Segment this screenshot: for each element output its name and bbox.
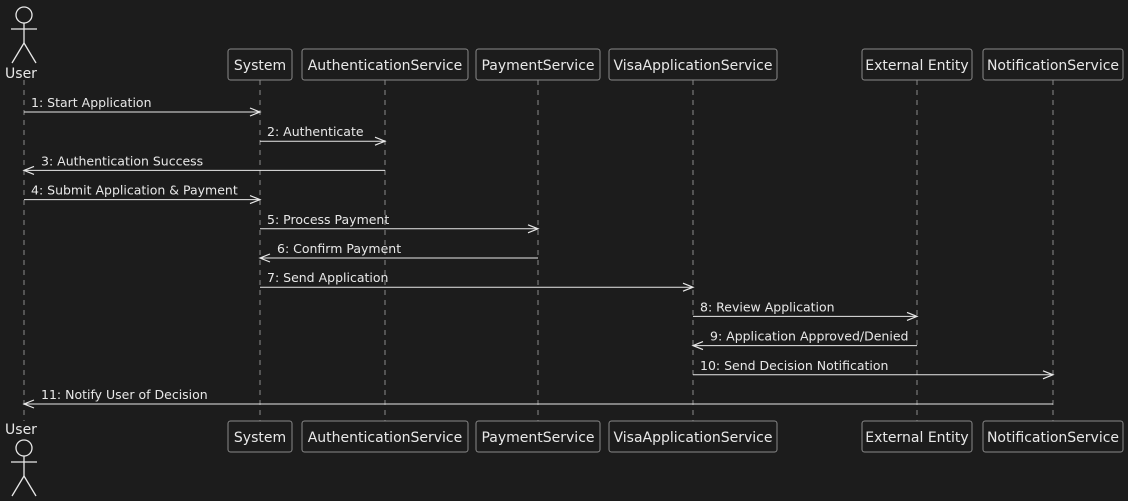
participant-label: System [234, 58, 286, 74]
message-label: 10: Send Decision Notification [700, 358, 888, 373]
arrowhead-icon [22, 399, 35, 409]
arrowhead-icon [249, 195, 262, 205]
participant-label: External Entity [865, 58, 968, 74]
participant-payment-bottom: PaymentService [475, 420, 601, 453]
message-11: 11: Notify User of Decision [22, 387, 1053, 409]
actor-leg-right-icon [23, 475, 37, 497]
messages: 1: Start Application 2: Authenticate 3: Au… [22, 95, 1055, 409]
actor-head-icon [15, 6, 33, 24]
participant-label: AuthenticationService [308, 430, 463, 446]
participant-box [475, 420, 601, 453]
message-4: 4: Submit Application & Payment [24, 183, 262, 205]
actor-label: User [5, 66, 37, 82]
message-label: 5: Process Payment [267, 212, 389, 227]
participant-label: NotificationService [987, 58, 1119, 74]
participant-system-top: System [227, 48, 293, 81]
participant-notify-top: NotificationService [982, 48, 1124, 81]
actor-user-bottom: User [5, 422, 37, 497]
participant-label: VisaApplicationService [614, 58, 773, 74]
message-label: 4: Submit Application & Payment [31, 183, 238, 198]
actor-leg-right-icon [23, 42, 37, 64]
participant-box [227, 420, 293, 453]
participant-label: VisaApplicationService [614, 430, 773, 446]
arrowhead-icon [249, 107, 262, 117]
participant-payment-top: PaymentService [475, 48, 601, 81]
participant-box [608, 420, 778, 453]
message-9: 9: Application Approved/Denied [691, 329, 917, 351]
message-label: 1: Start Application [31, 95, 152, 110]
actor-leg-left-icon [11, 475, 25, 497]
actor-leg-left-icon [11, 42, 25, 64]
message-10: 10: Send Decision Notification [693, 358, 1055, 380]
participant-label: AuthenticationService [308, 58, 463, 74]
arrowhead-icon [1042, 370, 1055, 380]
message-label: 2: Authenticate [267, 124, 364, 139]
arrowhead-icon [22, 165, 35, 175]
message-7: 7: Send Application [260, 270, 695, 292]
participant-label: NotificationService [987, 430, 1119, 446]
message-label: 9: Application Approved/Denied [710, 329, 908, 344]
participant-label: PaymentService [481, 430, 594, 446]
participant-external-top: External Entity [861, 48, 973, 81]
message-label: 6: Confirm Payment [277, 241, 401, 256]
participant-auth-top: AuthenticationService [301, 48, 469, 81]
message-label: 3: Authentication Success [41, 153, 203, 168]
participant-box [301, 420, 469, 453]
arrowhead-icon [374, 136, 387, 146]
participant-label: External Entity [865, 430, 968, 446]
message-label: 7: Send Application [267, 270, 388, 285]
participant-box [982, 48, 1124, 81]
arrowhead-icon [906, 311, 919, 321]
actor-head-icon [15, 439, 33, 457]
message-6: 6: Confirm Payment [258, 241, 538, 263]
participant-notify-bottom: NotificationService [982, 420, 1124, 453]
participant-label: System [234, 430, 286, 446]
participant-box [608, 48, 778, 81]
participants-top: User System AuthenticationService PaymentSe… [5, 6, 1124, 82]
participant-box [861, 420, 973, 453]
participant-box [475, 48, 601, 81]
participant-box [301, 48, 469, 81]
message-label: 11: Notify User of Decision [41, 387, 208, 402]
arrowhead-icon [527, 224, 540, 234]
message-5: 5: Process Payment [260, 212, 540, 234]
message-3: 3: Authentication Success [22, 153, 385, 175]
message-8: 8: Review Application [693, 299, 919, 321]
arrowhead-icon [691, 341, 704, 351]
participant-box [861, 48, 973, 81]
message-label: 8: Review Application [700, 299, 835, 314]
message-1: 1: Start Application [24, 95, 262, 117]
arrowhead-icon [682, 282, 695, 292]
participant-box [982, 420, 1124, 453]
participant-system-bottom: System [227, 420, 293, 453]
actor-user-top: User [5, 6, 37, 82]
participant-external-bottom: External Entity [861, 420, 973, 453]
lifelines [23, 80, 1054, 421]
participant-box [227, 48, 293, 81]
message-2: 2: Authenticate [260, 124, 387, 146]
actor-label: User [5, 422, 37, 438]
participant-visa-bottom: VisaApplicationService [608, 420, 778, 453]
participant-label: PaymentService [481, 58, 594, 74]
arrowhead-icon [258, 253, 271, 263]
participant-auth-bottom: AuthenticationService [301, 420, 469, 453]
participant-visa-top: VisaApplicationService [608, 48, 778, 81]
